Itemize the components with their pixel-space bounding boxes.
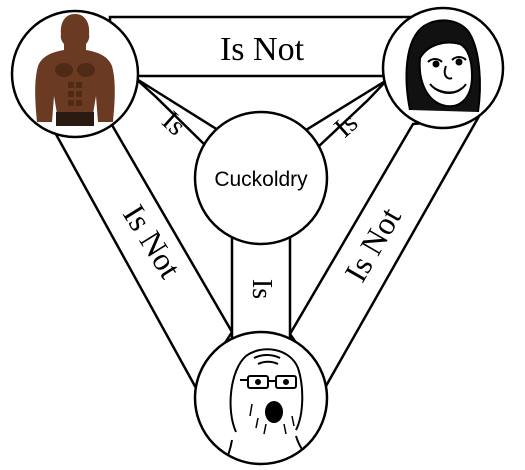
node-top-left [10, 9, 140, 139]
center-label: Cuckoldry [214, 168, 308, 191]
center-node: Cuckoldry [193, 110, 329, 246]
spoke-bottom [230, 233, 292, 342]
soyjak-glasses-face-icon [219, 348, 319, 464]
spoke-label-bottom: Is [246, 279, 277, 299]
edge-label-top: Is Not [220, 31, 305, 68]
node-bottom [193, 330, 329, 466]
outer-bands [44, 15, 481, 391]
node-top-right [381, 6, 505, 130]
smiling-long-hair-face-icon [405, 19, 481, 113]
muscular-man-photo-icon [35, 14, 115, 126]
